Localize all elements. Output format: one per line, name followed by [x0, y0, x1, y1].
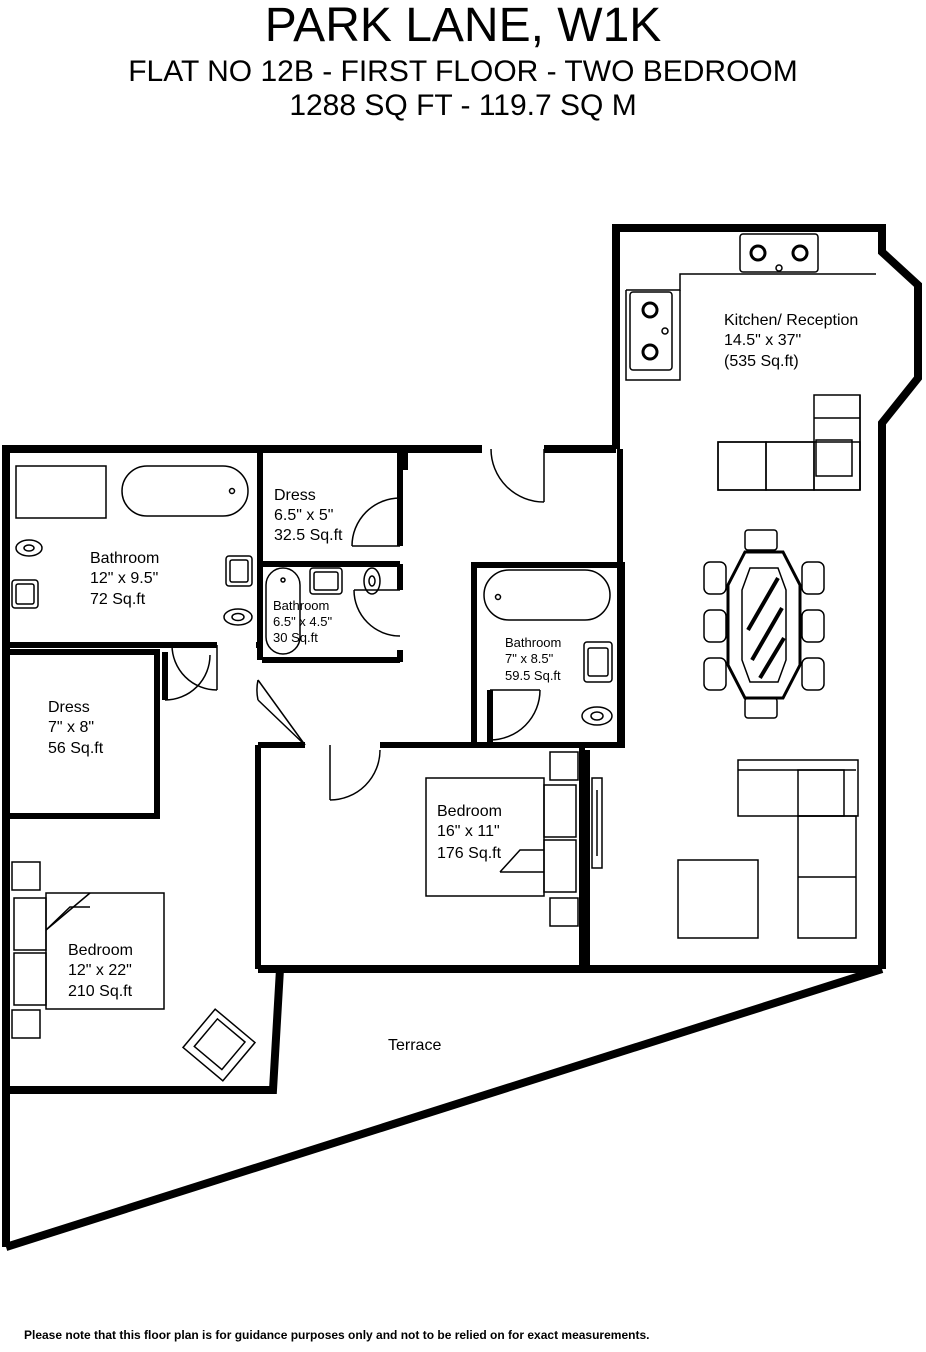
bathroom2-area: 30 Sq.ft [273, 630, 318, 645]
total-area: 1288 SQ FT - 119.7 SQ M [289, 89, 637, 122]
bedroom2-name: Bedroom [68, 942, 133, 959]
bedroom2-dims: 12" x 22" [68, 962, 132, 979]
bathroom3-dims: 7" x 8.5" [505, 651, 554, 666]
kitchen-name: Kitchen/ Reception [724, 312, 858, 329]
flat-subtitle: FLAT NO 12B - FIRST FLOOR - TWO BEDROOM [128, 55, 798, 88]
outer-walls [2, 224, 922, 1251]
dress2-dims: 7" x 8" [48, 719, 94, 736]
bathroom3-area: 59.5 Sq.ft [505, 668, 561, 683]
bathroom1-area: 72 Sq.ft [90, 591, 146, 608]
dress1-area: 32.5 Sq.ft [274, 527, 343, 544]
bedroom1-name: Bedroom [437, 803, 502, 820]
plan-header: PARK LANE, W1K FLAT NO 12B - FIRST FLOOR… [0, 0, 926, 122]
fixtures [11, 233, 876, 726]
furniture [11, 394, 861, 1082]
bedroom1-dims: 16" x 11" [437, 823, 500, 840]
bathroom3-name: Bathroom [505, 635, 561, 650]
bedroom1-area: 176 Sq.ft [437, 845, 502, 862]
interior-walls [10, 449, 625, 969]
bathroom2-dims: 6.5" x 4.5" [273, 614, 332, 629]
disclaimer-note: Please note that this floor plan is for … [24, 1328, 650, 1342]
bathroom2-name: Bathroom [273, 598, 329, 613]
dress2-name: Dress [48, 699, 90, 716]
kitchen-area: (535 Sq.ft) [724, 353, 799, 370]
doors [164, 448, 603, 869]
dress2-area: 56 Sq.ft [48, 740, 104, 757]
bathroom1-name: Bathroom [90, 550, 159, 567]
dress1-dims: 6.5" x 5" [274, 507, 333, 524]
bedroom2-area: 210 Sq.ft [68, 983, 133, 1000]
property-title: PARK LANE, W1K [264, 0, 662, 52]
dress1-name: Dress [274, 487, 316, 504]
terrace-name: Terrace [388, 1037, 441, 1054]
room-labels: Kitchen/ Reception 14.5" x 37" (535 Sq.f… [48, 312, 858, 1054]
kitchen-dims: 14.5" x 37" [724, 332, 801, 349]
bathroom1-dims: 12" x 9.5" [90, 570, 158, 587]
